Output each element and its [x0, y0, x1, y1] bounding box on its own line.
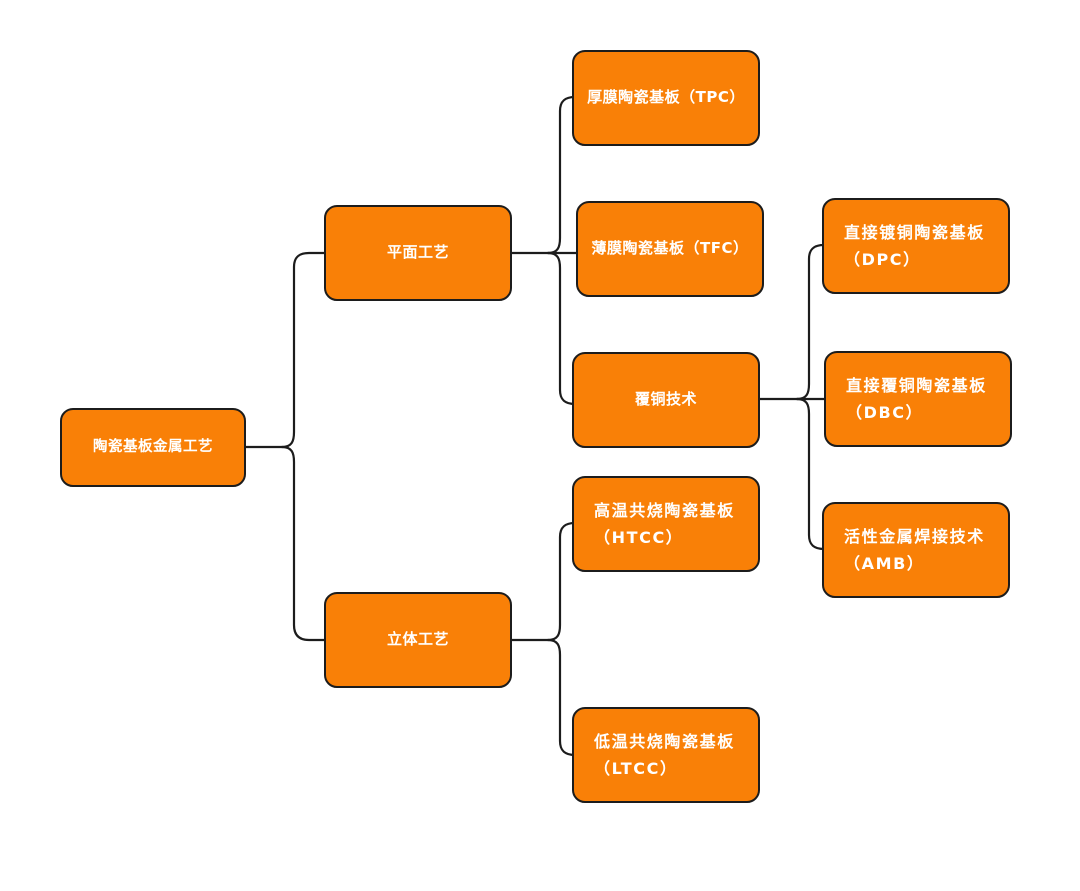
node-planar-process[interactable]: 平面工艺: [324, 205, 512, 301]
edge-stereo-to-ltcc: [546, 638, 577, 757]
node-amb-label: 活性金属焊接技术 （AMB）: [844, 526, 985, 573]
edge-root-to-stereo: [280, 445, 326, 642]
node-copper-clad-tech[interactable]: 覆铜技术: [572, 352, 760, 448]
node-ltcc-label: 低温共烧陶瓷基板 （LTCC）: [594, 731, 735, 778]
node-ltcc[interactable]: 低温共烧陶瓷基板 （LTCC）: [572, 707, 760, 803]
node-tfc[interactable]: 薄膜陶瓷基板（TFC）: [576, 201, 764, 297]
edge-planar-to-tpc: [546, 95, 577, 255]
edge-root-to-planar: [280, 251, 326, 449]
node-htcc-label: 高温共烧陶瓷基板 （HTCC）: [594, 500, 735, 547]
node-dbc-label: 直接覆铜陶瓷基板 （DBC）: [846, 375, 987, 422]
edge-stereo-to-htcc: [546, 521, 577, 642]
node-planar-process-label: 平面工艺: [386, 243, 449, 262]
node-htcc[interactable]: 高温共烧陶瓷基板 （HTCC）: [572, 476, 760, 572]
node-stereo-process[interactable]: 立体工艺: [324, 592, 512, 688]
node-dpc-label: 直接镀铜陶瓷基板 （DPC）: [844, 222, 985, 269]
node-dbc[interactable]: 直接覆铜陶瓷基板 （DBC）: [824, 351, 1012, 447]
edge-copper-to-dpc: [795, 243, 826, 401]
node-tpc-label: 厚膜陶瓷基板（TPC）: [587, 88, 745, 107]
node-tpc[interactable]: 厚膜陶瓷基板（TPC）: [572, 50, 760, 146]
node-amb[interactable]: 活性金属焊接技术 （AMB）: [822, 502, 1010, 598]
node-dpc[interactable]: 直接镀铜陶瓷基板 （DPC）: [822, 198, 1010, 294]
edge-planar-to-copper: [546, 251, 577, 406]
edge-copper-to-amb: [795, 397, 826, 551]
node-tfc-label: 薄膜陶瓷基板（TFC）: [591, 239, 749, 258]
node-stereo-process-label: 立体工艺: [386, 630, 449, 649]
node-copper-clad-tech-label: 覆铜技术: [634, 390, 697, 409]
node-root-label: 陶瓷基板金属工艺: [93, 439, 213, 456]
node-root[interactable]: 陶瓷基板金属工艺: [60, 408, 246, 487]
